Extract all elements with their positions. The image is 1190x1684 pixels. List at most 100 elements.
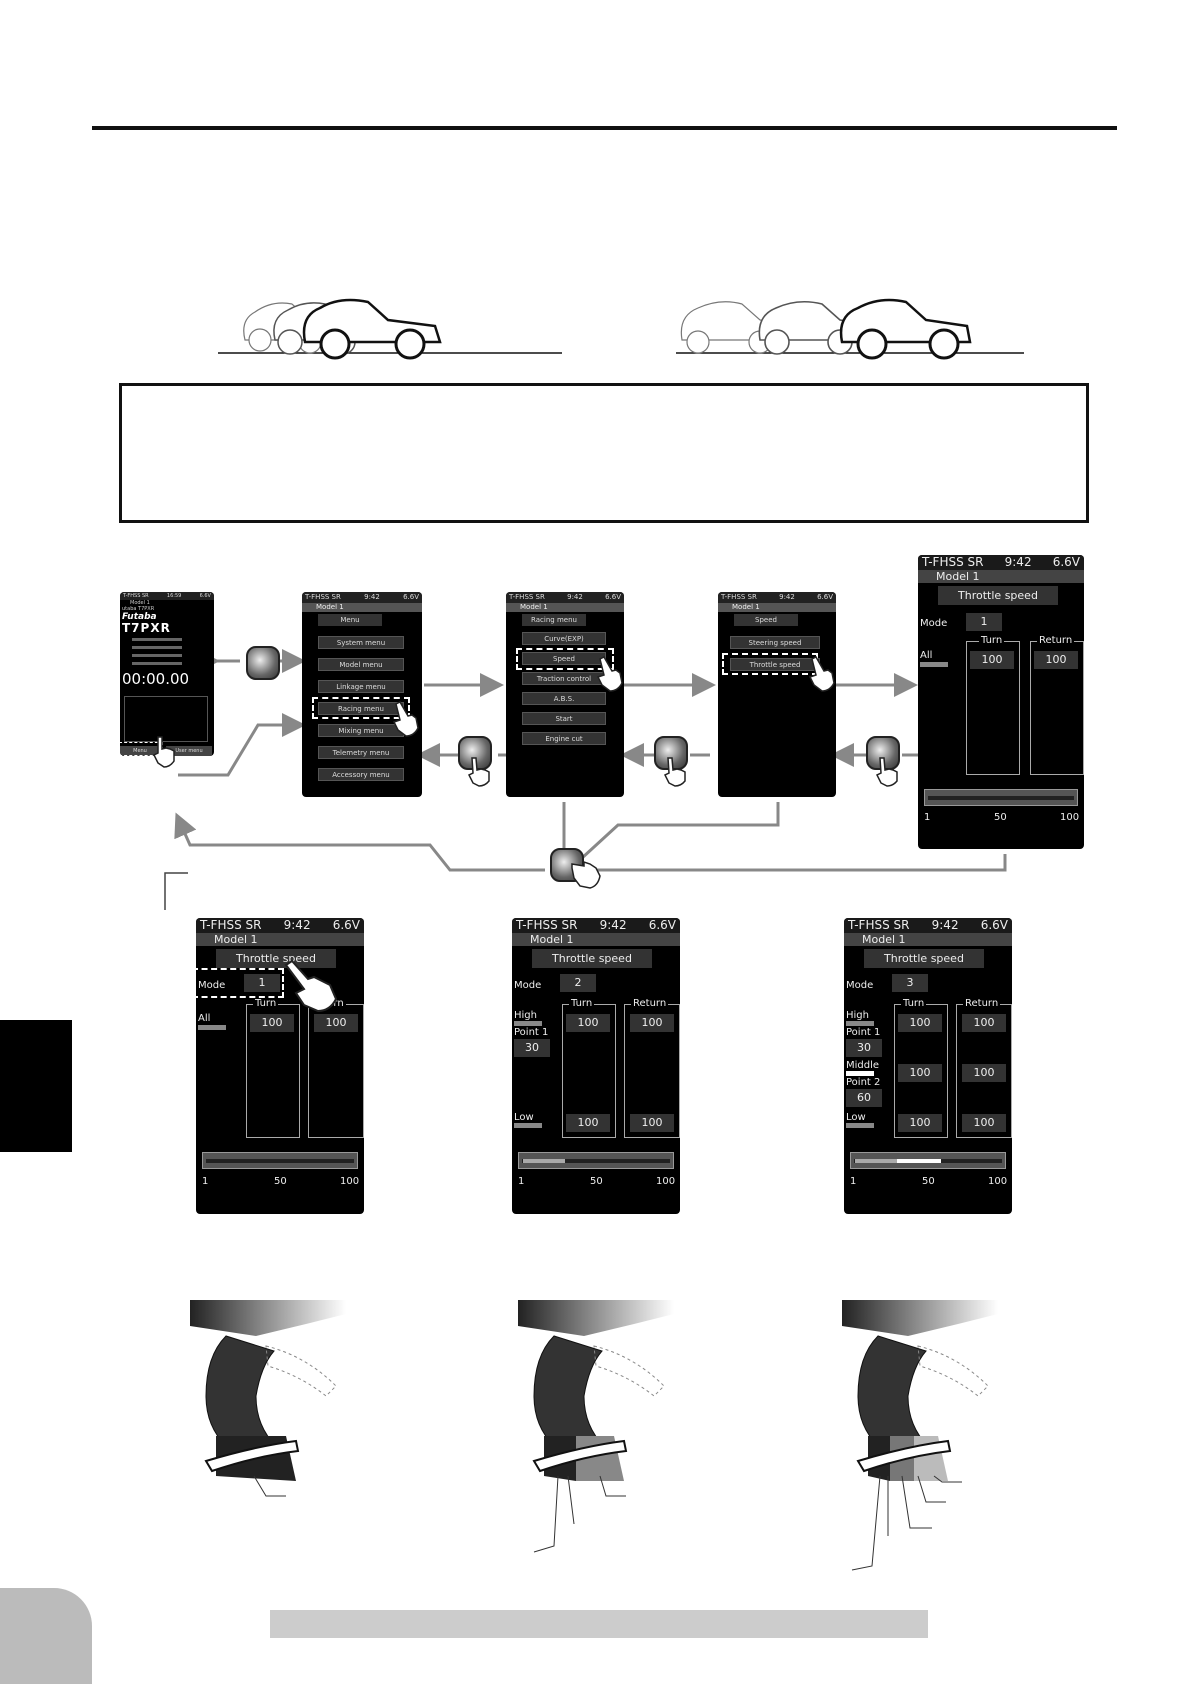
status-time: 9:42: [283, 918, 311, 932]
throttle-bar: [924, 789, 1078, 806]
status-left: T-FHSS SR: [305, 593, 341, 601]
menu-item-accessory[interactable]: Accessory menu: [318, 768, 404, 781]
low-indicator: [514, 1123, 542, 1128]
status-left: T-FHSS SR: [848, 918, 910, 932]
hand-pointer-icon: [392, 701, 419, 737]
mid-turn-value[interactable]: 100: [898, 1064, 942, 1082]
scale-max: 100: [1060, 812, 1080, 823]
mode-label: Mode: [920, 618, 948, 629]
status-time: 9:42: [599, 918, 627, 932]
model-bar: Model 1: [844, 933, 1012, 946]
middle-label: Middle: [846, 1060, 880, 1071]
menu-item-racing[interactable]: Racing menu: [318, 702, 404, 715]
menu-item-telemetry[interactable]: Telemetry menu: [318, 746, 404, 759]
screen-title: Menu: [318, 614, 382, 626]
hand-pointer-icon: [571, 860, 601, 889]
turn-value[interactable]: 100: [250, 1014, 294, 1032]
menu-item-curve[interactable]: Curve(EXP): [522, 632, 606, 645]
return-value[interactable]: 100: [314, 1014, 358, 1032]
user-menu-soft-button[interactable]: User menu: [166, 746, 212, 756]
status-volt: 6.6V: [980, 918, 1008, 932]
status-time: 16:59: [166, 593, 182, 599]
point2-value[interactable]: 60: [846, 1089, 882, 1107]
brand-small: utaba T7PXR: [122, 606, 155, 612]
low-indicator: [846, 1123, 874, 1128]
point2-label: Point 2: [846, 1077, 881, 1088]
status-left: T-FHSS SR: [200, 918, 262, 932]
screen-title: Throttle speed: [532, 949, 652, 968]
model-name: Model 1: [130, 600, 150, 606]
footer-bar: [270, 1610, 928, 1638]
mode-value[interactable]: 1: [966, 613, 1002, 631]
turn-value[interactable]: 100: [970, 651, 1014, 669]
throttle-bar: [850, 1152, 1006, 1169]
menu-item-steering-speed[interactable]: Steering speed: [730, 636, 820, 649]
throttle-trigger-illustration-2: [518, 1300, 674, 1553]
all-label: All: [920, 650, 933, 661]
menu-soft-button[interactable]: Menu: [120, 746, 160, 756]
status-volt: 6.6V: [1052, 555, 1080, 569]
turn-label: Turn: [901, 998, 927, 1010]
menu-item-throttle-speed[interactable]: Throttle speed: [730, 658, 820, 671]
scale-max: 100: [340, 1176, 360, 1187]
hand-pointer-icon: [808, 656, 835, 692]
menu-item-system[interactable]: System menu: [318, 636, 404, 649]
jog-button-1[interactable]: [246, 646, 280, 680]
car-fast-illustration: [676, 298, 1024, 360]
throttle-speed-mode2-screen: T-FHSS SR 9:42 6.6V Model 1 Throttle spe…: [512, 918, 680, 1214]
racing-menu-screen: T-FHSS SR 9:42 6.6V Model 1 Racing menu …: [506, 592, 624, 797]
throttle-speed-mode3-screen: T-FHSS SR 9:42 6.6V Model 1 Throttle spe…: [844, 918, 1012, 1214]
high-indicator: [846, 1021, 874, 1026]
high-return-value[interactable]: 100: [962, 1014, 1006, 1032]
hand-pointer-icon: [152, 736, 175, 768]
point1-label: Point 1: [846, 1027, 881, 1038]
mode-value[interactable]: 3: [892, 974, 928, 992]
high-turn-value[interactable]: 100: [566, 1014, 610, 1032]
timer-display: 00:00.00: [122, 670, 190, 688]
chapter-tab: [0, 1020, 72, 1152]
low-return-value[interactable]: 100: [630, 1114, 674, 1132]
menu-item-abs[interactable]: A.B.S.: [522, 692, 606, 705]
mode-value[interactable]: 1: [244, 974, 280, 992]
low-turn-value[interactable]: 100: [898, 1114, 942, 1132]
brand-logo: Futaba: [122, 612, 157, 622]
trim-bars: [124, 636, 204, 666]
mode-value[interactable]: 2: [560, 974, 596, 992]
status-time: 9:42: [364, 593, 380, 601]
menu-item-model[interactable]: Model menu: [318, 658, 404, 671]
mode-label: Mode: [198, 980, 226, 991]
status-left: T-FHSS SR: [721, 593, 757, 601]
low-return-value[interactable]: 100: [962, 1114, 1006, 1132]
return-value[interactable]: 100: [1034, 651, 1078, 669]
function-list: [124, 696, 208, 742]
screen-title: Throttle speed: [216, 949, 336, 968]
point1-label: Point 1: [514, 1027, 549, 1038]
throttle-speed-mode1-screen: T-FHSS SR 9:42 6.6V Model 1 Throttle spe…: [196, 918, 364, 1214]
status-left: T-FHSS SR: [123, 593, 149, 599]
throttle-bar: [202, 1152, 358, 1169]
hand-pointer-icon: [875, 757, 898, 787]
high-turn-value[interactable]: 100: [898, 1014, 942, 1032]
return-label: Return: [631, 998, 669, 1010]
status-bar: T-FHSS SR 9:42 6.6V: [302, 592, 422, 603]
mid-return-value[interactable]: 100: [962, 1064, 1006, 1082]
menu-screen: T-FHSS SR 9:42 6.6V Model 1 Menu System …: [302, 592, 422, 797]
model-bar: Model 1: [506, 603, 624, 612]
high-return-value[interactable]: 100: [630, 1014, 674, 1032]
menu-item-traction[interactable]: Traction control: [522, 672, 606, 685]
point1-value[interactable]: 30: [514, 1039, 550, 1057]
hand-pointer-icon: [596, 656, 623, 692]
status-time: 9:42: [931, 918, 959, 932]
status-volt: 6.6V: [199, 593, 211, 599]
scale-max: 100: [988, 1176, 1008, 1187]
menu-item-linkage[interactable]: Linkage menu: [318, 680, 404, 693]
low-turn-value[interactable]: 100: [566, 1114, 610, 1132]
menu-item-engine-cut[interactable]: Engine cut: [522, 732, 606, 745]
menu-item-start[interactable]: Start: [522, 712, 606, 725]
throttle-speed-highlight: [722, 653, 818, 675]
point1-value[interactable]: 30: [846, 1039, 882, 1057]
status-bar: T-FHSS SR 9:42 6.6V: [512, 918, 680, 933]
model-bar: Model 1: [512, 933, 680, 946]
model-bar: Model 1: [918, 570, 1084, 583]
hand-pointer-icon: [663, 757, 686, 787]
